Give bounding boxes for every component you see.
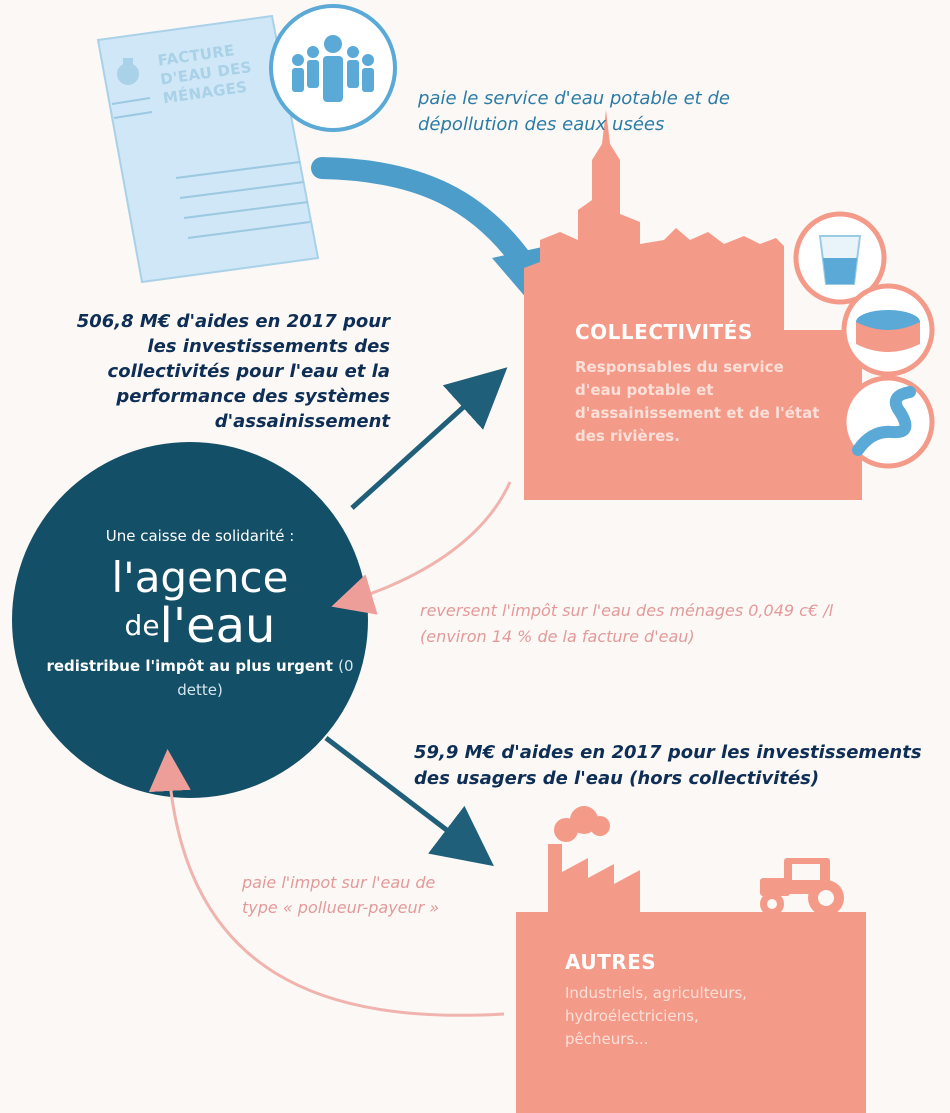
payment-arrow bbox=[311, 157, 537, 277]
autres-title: AUTRES bbox=[565, 950, 657, 974]
agency-name-line1: l'agence bbox=[111, 553, 289, 602]
reverse-tax-arrow bbox=[331, 481, 512, 615]
agency-name-de: de bbox=[124, 609, 160, 642]
money-bag-icon bbox=[117, 58, 139, 85]
aid-collectivites-arrow bbox=[350, 367, 508, 510]
agency-circle bbox=[12, 442, 368, 798]
aid-others-label: 59,9 M€ d'aides en 2017 pour les investi… bbox=[414, 742, 922, 789]
collectivites-title: COLLECTIVITÉS bbox=[575, 320, 753, 344]
household-flow-label: paie le service d'eau potable et de dépo… bbox=[418, 88, 730, 135]
collectivites-block bbox=[524, 110, 862, 500]
aid-others-arrow bbox=[324, 736, 494, 867]
river-icon bbox=[841, 375, 935, 469]
water-glass-icon bbox=[793, 211, 887, 305]
agency-name-line2: del'eau bbox=[40, 602, 360, 650]
smoke-icon bbox=[554, 806, 610, 842]
autres-block bbox=[516, 844, 866, 1113]
people-icon bbox=[269, 4, 397, 132]
polluter-tax-arrow bbox=[148, 749, 505, 1017]
agency-subtitle: redistribue l'impôt au plus urgent (0 de… bbox=[40, 654, 360, 702]
aid-collectivites-label: 506,8 M€ d'aides en 2017 pour les invest… bbox=[76, 311, 390, 432]
polluter-tax-label: paie l'impot sur l'eau de type « pollueu… bbox=[242, 873, 440, 917]
document-icon bbox=[96, 14, 320, 284]
tractor-icon bbox=[760, 858, 844, 916]
factory-icon bbox=[548, 844, 562, 914]
treatment-basin-icon bbox=[841, 283, 935, 377]
autres-description: Industriels, agriculteurs, hydroélectric… bbox=[565, 984, 748, 1048]
agency-subtitle-text: redistribue l'impôt au plus urgent bbox=[46, 657, 333, 675]
agency-name-eau: l'eau bbox=[159, 598, 276, 654]
agency-subtitle-extra: (0 dette) bbox=[177, 657, 354, 699]
collectivites-description: Responsables du service d'eau potable et… bbox=[575, 358, 820, 445]
agency-intro: Une caisse de solidarité : bbox=[105, 527, 295, 545]
reverse-tax-label: reversent l'impôt sur l'eau des ménages … bbox=[420, 601, 834, 646]
